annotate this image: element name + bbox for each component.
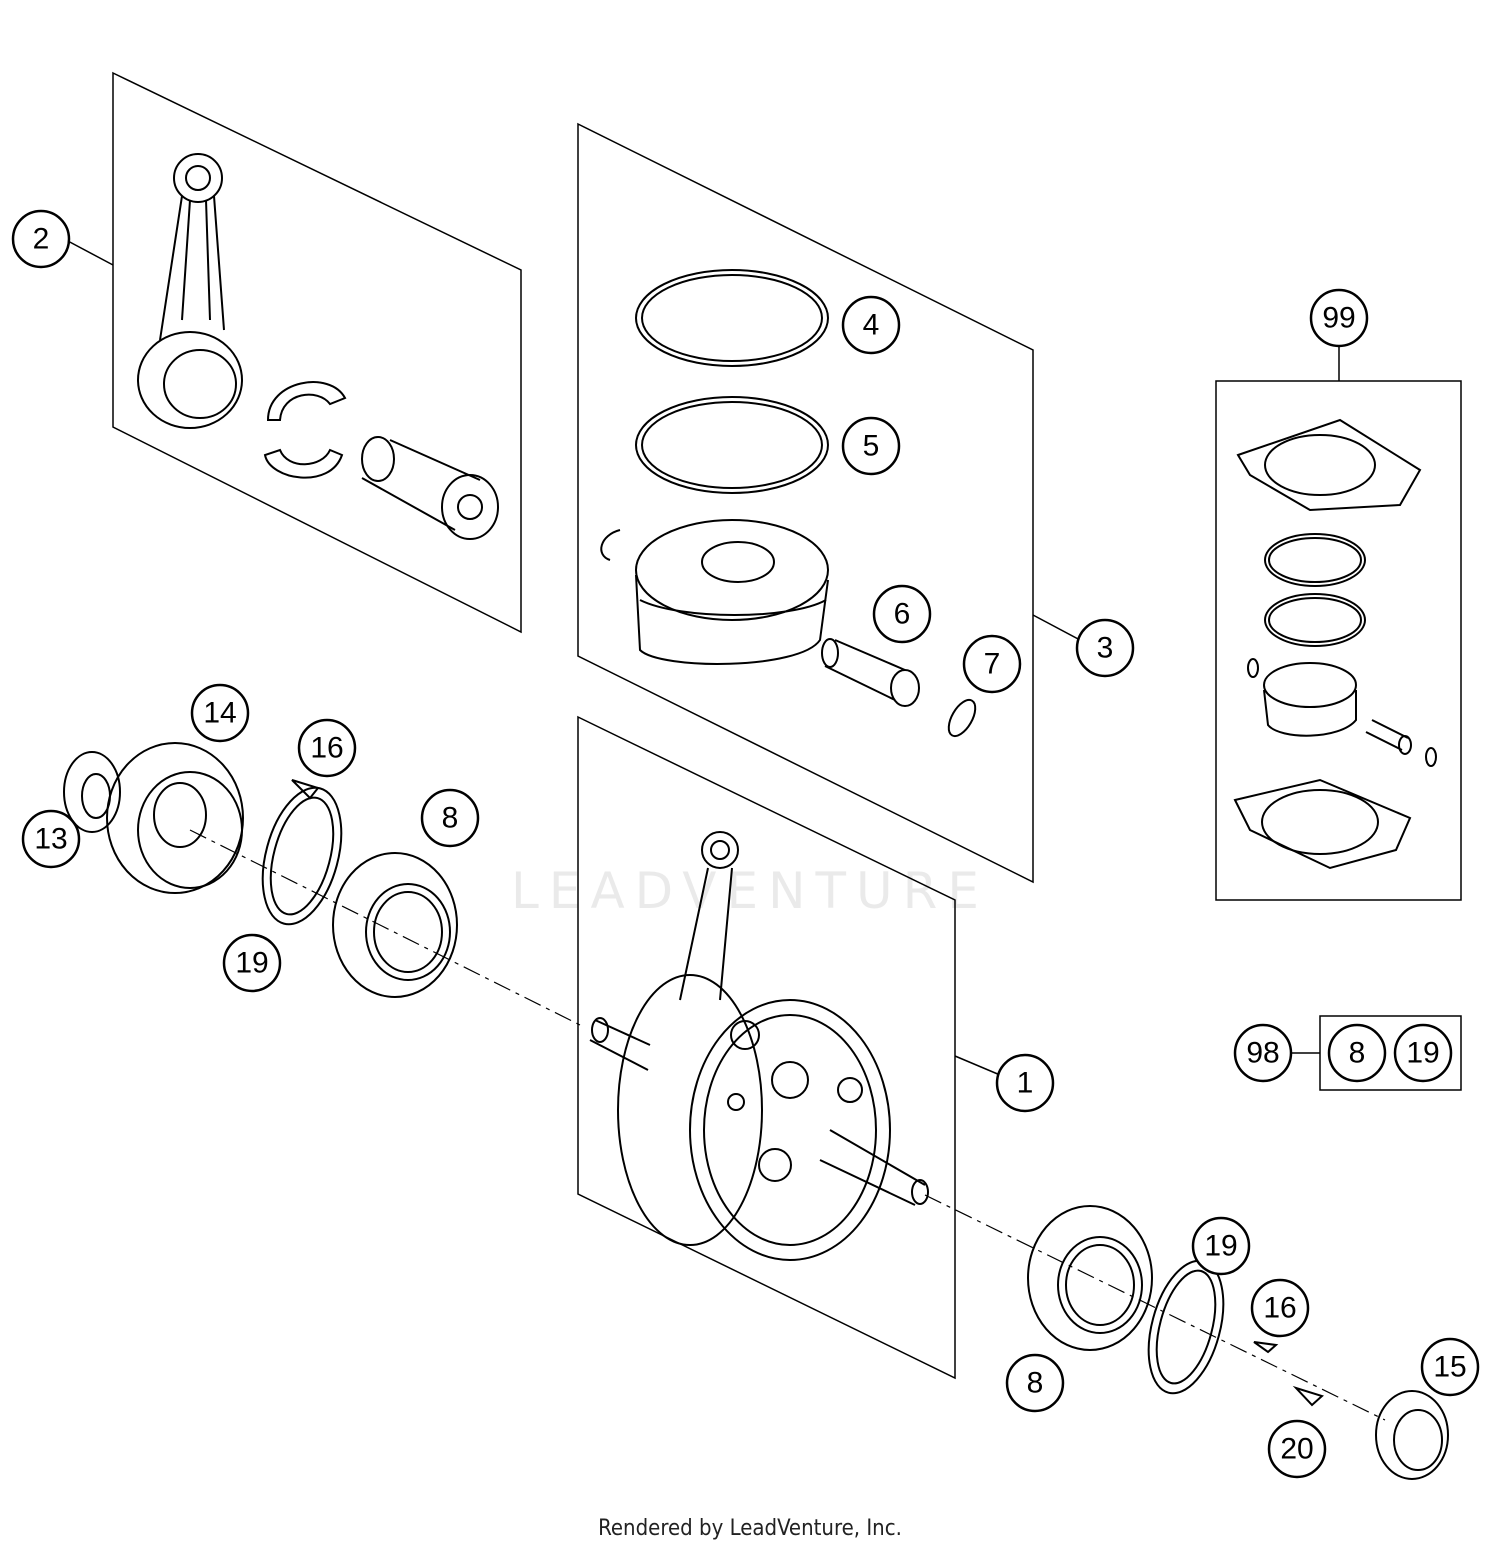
callout-label-19b: 19 xyxy=(1204,1230,1237,1263)
kit-98-label-8: 8 xyxy=(1349,1037,1366,1070)
callout-label-99: 99 xyxy=(1322,302,1355,335)
footer-credit: Rendered by LeadVenture, Inc. xyxy=(598,1516,902,1541)
callout-label-2: 2 xyxy=(33,223,50,256)
callout-4[interactable] xyxy=(841,295,901,355)
callout-8a[interactable] xyxy=(420,788,480,848)
callout-13[interactable] xyxy=(21,809,81,869)
callout-7[interactable] xyxy=(962,634,1022,694)
callout-20[interactable] xyxy=(1267,1419,1327,1479)
callout-label-98: 98 xyxy=(1246,1037,1279,1070)
callout-label-4: 4 xyxy=(863,309,880,342)
connecting-rod-drawing xyxy=(137,153,243,429)
callout-label-5: 5 xyxy=(863,430,880,463)
callout-19a[interactable] xyxy=(222,933,282,993)
kit-98-item-8[interactable] xyxy=(1327,1023,1387,1083)
callout-label-3: 3 xyxy=(1097,632,1114,665)
callout-16b[interactable] xyxy=(1250,1278,1310,1338)
bearing-shells-drawing xyxy=(263,381,347,479)
callout-3[interactable] xyxy=(1075,618,1135,678)
callout-label-14: 14 xyxy=(203,697,236,730)
callout-label-13: 13 xyxy=(34,823,67,856)
callout-label-16b: 16 xyxy=(1263,1292,1296,1325)
callout-labels: 1 2 3 4 5 6 7 8 8 13 14 15 16 16 19 19 2… xyxy=(33,223,1467,1466)
callout-label-7: 7 xyxy=(984,648,1001,681)
crank-pin-drawing xyxy=(361,436,499,540)
callout-1[interactable] xyxy=(995,1053,1055,1113)
callout-label-6: 6 xyxy=(894,598,911,631)
crankshaft-drawing xyxy=(589,831,929,1261)
left-shaft-parts xyxy=(63,742,581,1026)
callout-99[interactable] xyxy=(1309,288,1369,348)
callout-15[interactable] xyxy=(1420,1337,1480,1397)
callout-8b[interactable] xyxy=(1005,1353,1065,1413)
leadventure-watermark: LEADVENTURE xyxy=(511,862,989,920)
callout-16a[interactable] xyxy=(297,718,357,778)
callouts xyxy=(11,209,1480,1479)
callout-label-15: 15 xyxy=(1433,1351,1466,1384)
crankshaft-panel xyxy=(577,715,1001,1380)
kit-98-box xyxy=(1292,1015,1462,1091)
piston-drawing xyxy=(635,519,829,665)
callout-label-8b: 8 xyxy=(1027,1367,1044,1400)
callout-label-19a: 19 xyxy=(235,947,268,980)
callout-2[interactable] xyxy=(11,209,71,269)
callout-14[interactable] xyxy=(190,683,250,743)
piston-pin-drawing xyxy=(821,638,920,707)
right-shaft-parts xyxy=(924,1194,1449,1480)
kit-98-item-19[interactable] xyxy=(1393,1023,1453,1083)
callout-98[interactable] xyxy=(1233,1023,1293,1083)
callout-label-1: 1 xyxy=(1017,1067,1034,1100)
callout-label-8a: 8 xyxy=(442,802,459,835)
callout-label-16a: 16 xyxy=(310,732,343,765)
callout-5[interactable] xyxy=(841,416,901,476)
callout-label-20: 20 xyxy=(1280,1433,1313,1466)
gasket-kit-panel xyxy=(1215,345,1462,901)
connecting-rod-panel xyxy=(65,71,522,634)
callout-19b[interactable] xyxy=(1191,1216,1251,1276)
kit-98-label-19: 19 xyxy=(1406,1037,1439,1070)
callout-6[interactable] xyxy=(872,584,932,644)
piston-panel xyxy=(577,122,1081,884)
